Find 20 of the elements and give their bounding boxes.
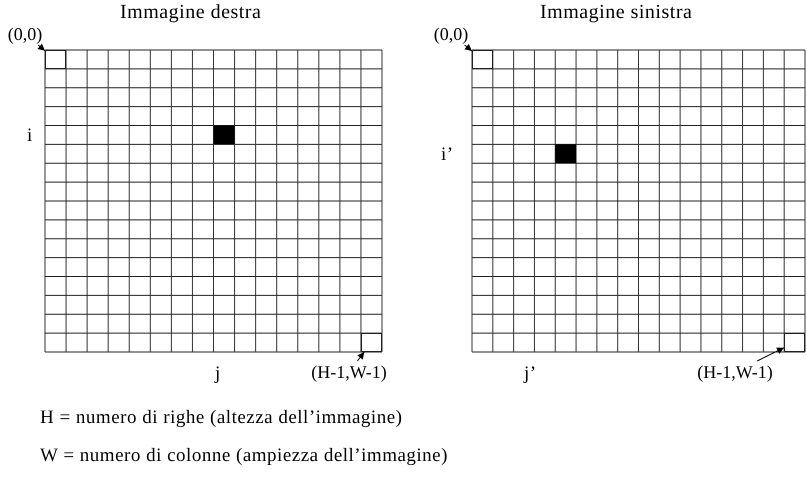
coordinate-label: (0,0) [4,23,46,45]
legend-note: H = numero di righe (altezza dell’immagine) [40,406,402,430]
image-title: Immagine destra [120,0,262,25]
index-label: i [27,124,33,148]
coordinate-label: (H-1,W-1) [676,361,794,383]
index-label: j’ [524,362,537,386]
coordinate-label: (H-1,W-1) [303,361,395,383]
index-label: i’ [441,143,454,167]
legend-note: W = numero di colonne (ampiezza dell’immagine) [40,444,448,468]
leader-arrow [356,352,365,362]
image-title: Immagine sinistra [540,0,692,25]
coordinate-label: (0,0) [430,23,472,45]
leader-arrow [37,44,46,52]
corner-pixel-cell [784,333,805,352]
corner-pixel-cell [45,50,66,69]
corner-pixel-cell [361,333,382,352]
leader-arrow [464,44,472,52]
corner-pixel-cell [472,50,493,69]
index-label: j [215,362,221,386]
leader-arrow [756,347,784,362]
